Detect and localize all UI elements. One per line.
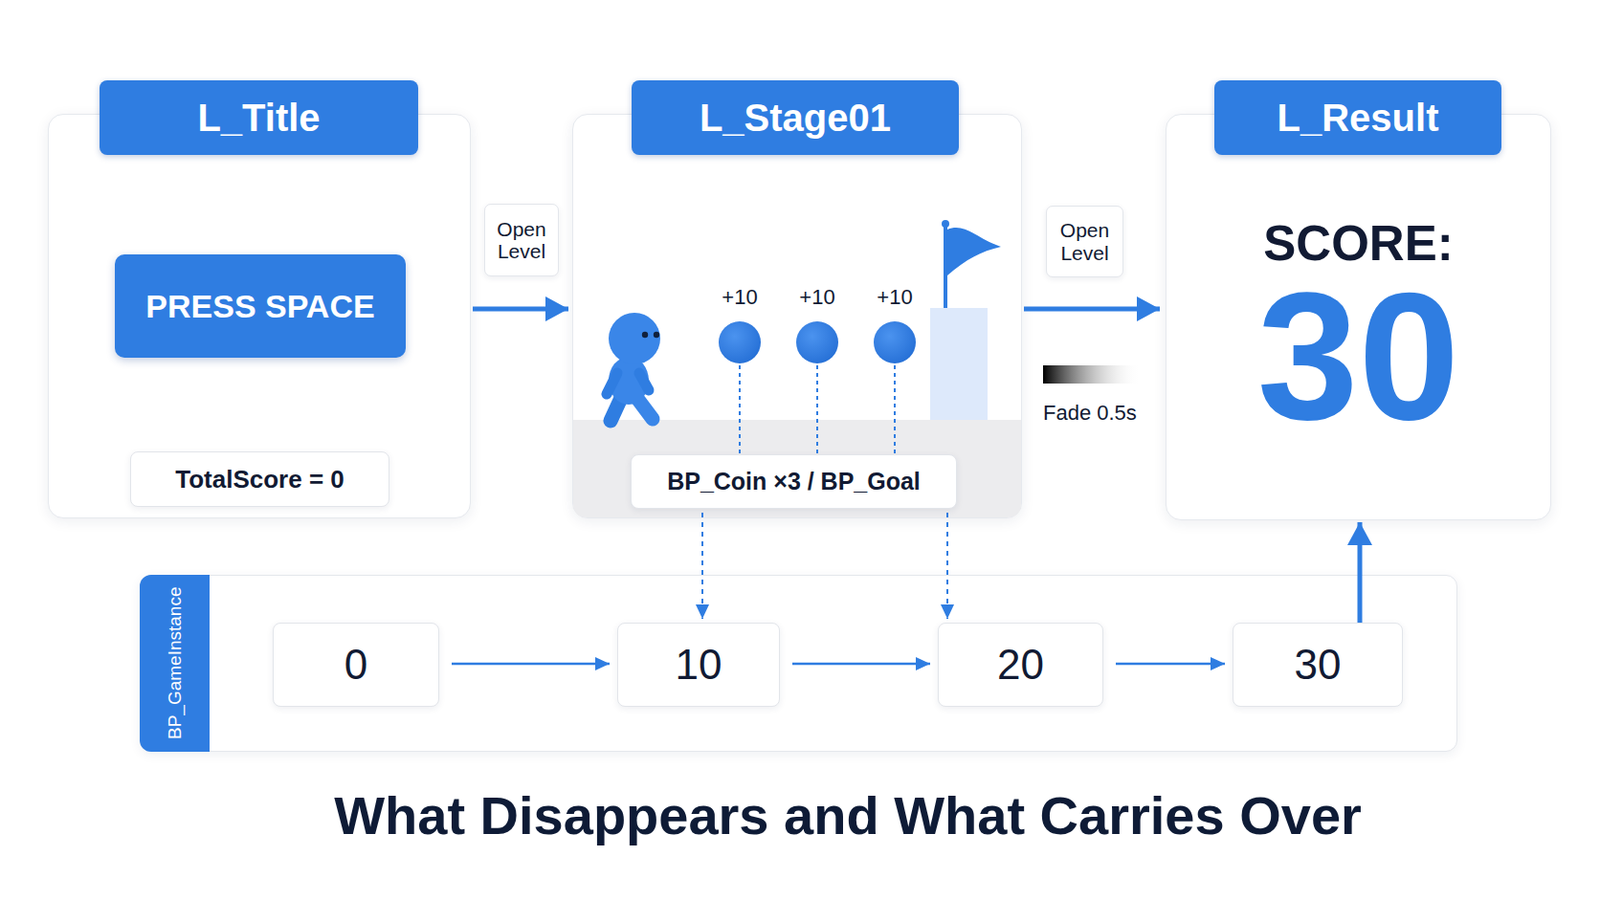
level-tab: L_Title xyxy=(99,80,419,156)
score-increment: +10 xyxy=(721,285,757,311)
edge-label: Open Level xyxy=(1045,205,1124,278)
button-text: PRESS SPACE xyxy=(145,288,375,326)
press-button: PRESS SPACE xyxy=(114,254,406,358)
variable-box: TotalScore = 0 xyxy=(130,451,390,508)
value-text: 0 xyxy=(344,641,368,689)
level-panel: L_Stage01BP_Coin ×3 / BP_Goal xyxy=(572,113,1023,519)
actor-label-text: BP_Coin ×3 / BP_Goal xyxy=(666,467,921,496)
value-box: 10 xyxy=(617,622,780,708)
value-text: 10 xyxy=(675,641,723,689)
game-instance-band: BP_GameInstance 0 10 20 30 xyxy=(139,575,1458,753)
level-tab: L_Stage01 xyxy=(631,80,959,156)
score-heading: SCORE: xyxy=(1166,219,1551,268)
diagram-title: What Disappears and What Carries Over xyxy=(177,779,1518,853)
flow-arrow xyxy=(1023,307,1160,312)
value-text: 30 xyxy=(1294,641,1342,689)
value-box: 0 xyxy=(272,622,440,708)
value-box: 20 xyxy=(937,622,1104,708)
band-title: BP_GameInstance xyxy=(139,575,210,753)
level-panel: L_ResultSCORE:30 xyxy=(1165,113,1552,521)
level-panel: L_TitlePRESS SPACETotalScore = 0 xyxy=(47,113,471,519)
value-text: 20 xyxy=(997,641,1045,689)
variable-text: TotalScore = 0 xyxy=(175,465,345,495)
score-increment: +10 xyxy=(876,285,912,311)
level-tab: L_Result xyxy=(1214,80,1502,156)
value-box: 30 xyxy=(1232,622,1403,708)
score-value: 30 xyxy=(1166,265,1551,447)
transition-note: Fade 0.5s xyxy=(1043,400,1137,426)
score-increment: +10 xyxy=(799,285,835,311)
flow-arrow xyxy=(472,307,569,312)
edge-label: Open Level xyxy=(484,203,559,277)
fade-bar xyxy=(1043,365,1141,384)
actor-label-box: BP_Coin ×3 / BP_Goal xyxy=(630,454,957,510)
